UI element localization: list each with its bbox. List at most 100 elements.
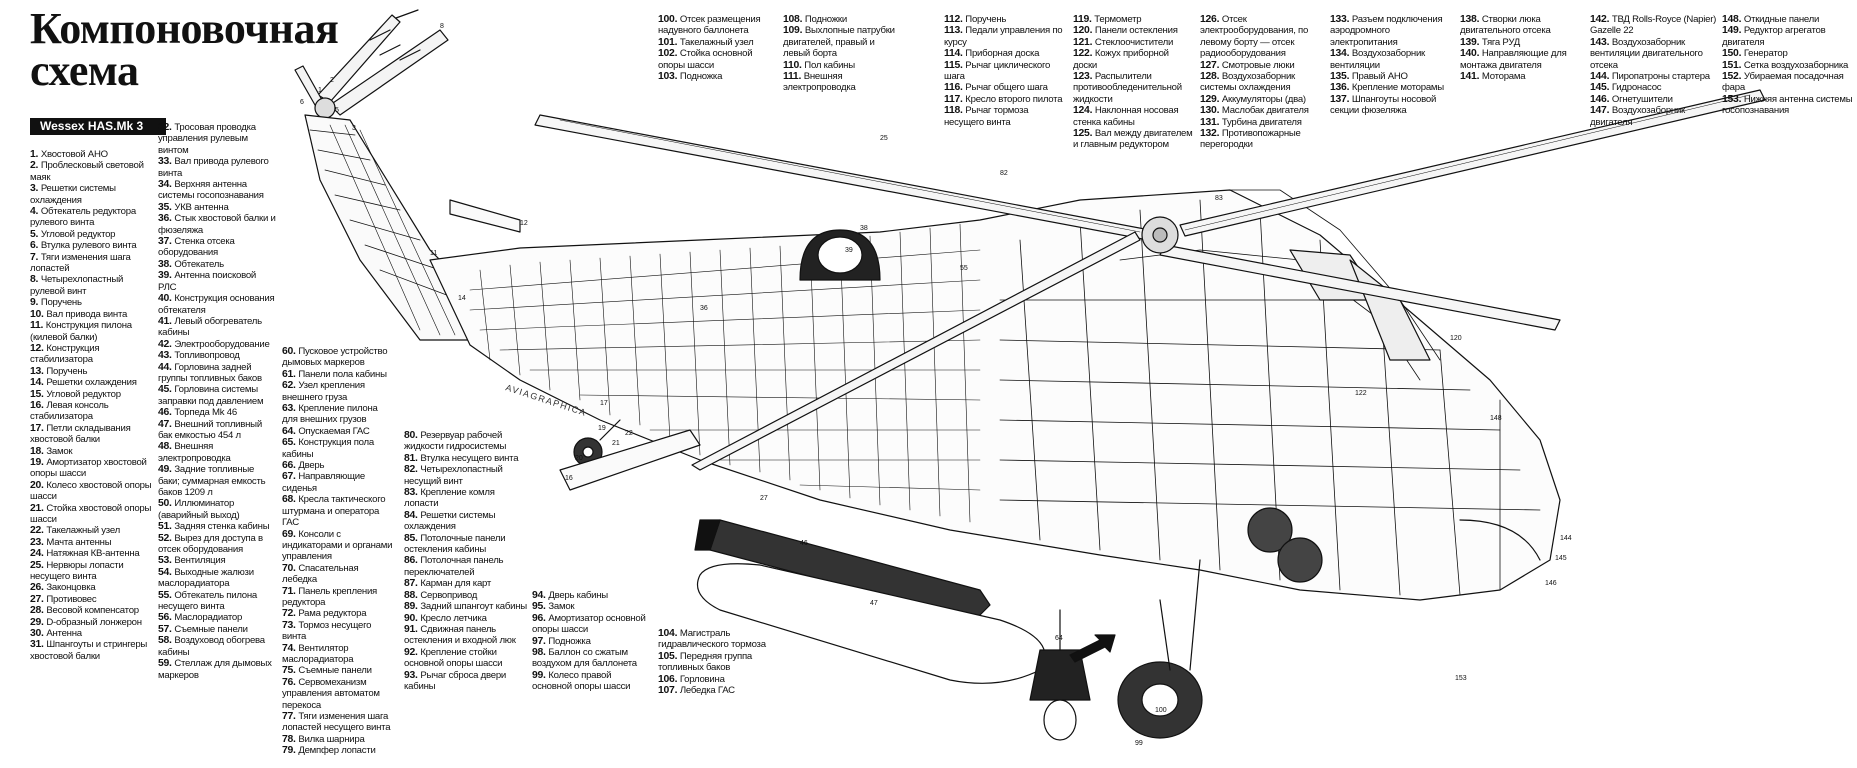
legend-item-number: 65. [282, 437, 299, 449]
legend-item-number: 123. [1073, 71, 1095, 83]
legend-item: 98. Баллон со сжатым воздухом для баллон… [532, 647, 652, 670]
legend-item-text: Горловина [679, 673, 725, 685]
legend-item-number: 19. [30, 456, 47, 468]
title-line-1: Компоновочная [30, 4, 339, 53]
legend-item-text: Нижняя антенна системы госопознавания [1722, 93, 1853, 117]
legend-item-text: Горловина системы заправки под давлением [158, 384, 264, 407]
legend-item-number: 1. [30, 149, 41, 160]
torpedo [694, 519, 991, 621]
legend-item: 131. Турбина двигателя [1200, 117, 1325, 128]
legend-item-number: 56. [158, 612, 175, 624]
legend-item: 121. Стеклоочистители [1073, 37, 1193, 48]
legend-item-text: Отсек электрооборудования, по левому бор… [1200, 14, 1309, 60]
legend-item: 95. Замок [532, 601, 652, 612]
legend-item-text: Воздухозаборник вентиляции двигательного… [1590, 36, 1703, 71]
legend-item: 129. Аккумуляторы (два) [1200, 94, 1325, 105]
legend-item-text: Рычаг общего шага [965, 82, 1048, 94]
legend-item-number: 130. [1200, 105, 1222, 117]
legend-item-text: Термометр [1094, 14, 1142, 25]
legend-item-text: Съемные панели [174, 623, 248, 635]
legend-column-12: 133. Разъем подключения аэродромного эле… [1330, 14, 1455, 117]
legend-item-text: Поручень [46, 365, 88, 377]
legend-item: 119. Термометр [1073, 14, 1193, 25]
legend-item: 8. Четырехлопастный рулевой винт [30, 274, 158, 297]
legend-item: 139. Тяга РУД [1460, 37, 1580, 48]
tail-pylon [304, 114, 471, 341]
legend-item: 71. Панель крепления редуктора [282, 586, 394, 609]
legend-item-text: Приборная доска [965, 48, 1040, 60]
callout-number: 100 [1155, 707, 1167, 714]
legend-item-number: 112. [944, 14, 966, 25]
legend-item-number: 50. [158, 498, 175, 510]
legend-item: 54. Выходные жалюзи маслорадиатора [158, 567, 276, 590]
legend-item-number: 38. [158, 258, 175, 270]
legend-item-number: 127. [1200, 59, 1222, 71]
legend-item: 41. Левый обогреватель кабины [158, 316, 276, 339]
legend-item: 7. Тяги изменения шага лопастей [30, 252, 158, 275]
legend-item-text: Задние топливные баки; суммарная емкость… [158, 464, 266, 498]
legend-item-text: Смотровые люки [1221, 59, 1295, 71]
legend-item-text: Рама редуктора [298, 608, 367, 620]
legend-item-text: Мачта антенны [46, 536, 112, 548]
legend-item-number: 115. [944, 59, 966, 71]
legend-item-number: 150. [1722, 48, 1744, 60]
legend-item-text: Нервюры лопасти несущего винта [30, 559, 124, 583]
legend-column-3: 60. Пусковое устройство дымовых маркеров… [282, 346, 394, 757]
legend-item-number: 91. [404, 623, 421, 635]
legend-item-text: Четырехлопастный несущий винт [404, 464, 503, 487]
legend-item-number: 118. [944, 105, 966, 117]
legend-item-text: Резервуар рабочей жидкости гидросистемы [404, 430, 507, 453]
legend-item-text: Редуктор агрегатов двигателя [1722, 25, 1826, 48]
legend-item: 122. Кожух приборной доски [1073, 48, 1193, 71]
legend-item: 68. Кресла тактического штурмана и опера… [282, 494, 394, 528]
legend-item-text: Левая консоль стабилизатора [30, 399, 109, 423]
legend-item: 100. Отсек размещения надувного баллонет… [658, 14, 778, 37]
legend-item: 74. Вентилятор маслорадиатора [282, 643, 394, 666]
legend-item: 14. Решетки охлаждения [30, 377, 158, 388]
legend-item-number: 12. [30, 342, 47, 354]
legend-item-text: Замок [46, 445, 73, 457]
legend-item-text: Кресло летчика [420, 612, 487, 624]
legend-item: 30. Антенна [30, 628, 158, 639]
legend-item-number: 70. [282, 562, 299, 574]
legend-item-text: Натяжная КВ-антенна [46, 548, 140, 560]
legend-item-text: Проблесковый световой маяк [30, 160, 144, 183]
main-wheel [1117, 559, 1203, 739]
legend-item: 45. Горловина системы заправки под давле… [158, 384, 276, 407]
legend-item-number: 84. [404, 509, 421, 521]
legend-item-number: 63. [282, 403, 299, 415]
legend-item-number: 151. [1722, 59, 1744, 71]
legend-item: 46. Торпеда Mk 46 [158, 407, 276, 418]
legend-item-text: Моторама [1481, 71, 1526, 83]
legend-item: 148. Откидные панели [1722, 14, 1857, 25]
legend-item-number: 35. [158, 201, 175, 213]
legend-item-number: 7. [30, 251, 41, 263]
legend-item: 77. Тяги изменения шага лопастей несущег… [282, 711, 394, 734]
legend-item: 81. Втулка несущего винта [404, 453, 529, 464]
callout-number: 19 [598, 425, 606, 432]
legend-item-number: 99. [532, 669, 549, 681]
legend-item-number: 9. [30, 297, 41, 309]
legend-item: 2. Проблесковый световой маяк [30, 160, 158, 183]
legend-item-text: Рычаг циклического шага [944, 59, 1051, 83]
legend-item-text: Отсек размещения надувного баллонета [658, 14, 761, 37]
callout-number: 39 [845, 247, 853, 254]
legend-item-number: 88. [404, 589, 421, 601]
legend-item-text: Петли складывания хвостовой балки [30, 422, 131, 446]
legend-item-text: Вентиляция [174, 555, 226, 567]
legend-item: 108. Подножки [783, 14, 898, 25]
legend-item-text: Вал привода рулевого винта [158, 156, 269, 179]
legend-item-number: 76. [282, 676, 299, 688]
legend-item-text: Противопожарные перегородки [1200, 128, 1301, 151]
legend-item-number: 128. [1200, 71, 1222, 83]
legend-item: 83. Крепление комля лопасти [404, 487, 529, 510]
legend-item: 111. Внешняя электропроводка [783, 71, 898, 94]
callout-number: 1 [318, 87, 322, 94]
legend-item-text: Выходные жалюзи маслорадиатора [158, 566, 254, 590]
legend-item: 21. Стойка хвостовой опоры шасси [30, 503, 158, 526]
legend-item: 47. Внешний топливный бак емкостью 454 л [158, 419, 276, 442]
legend-item: 88. Сервопривод [404, 590, 529, 601]
legend-item: 66. Дверь [282, 460, 394, 471]
legend-item-text: Обтекатель пилона несущего винта [158, 589, 257, 613]
legend-item: 93. Рычаг сброса двери кабины [404, 670, 529, 693]
